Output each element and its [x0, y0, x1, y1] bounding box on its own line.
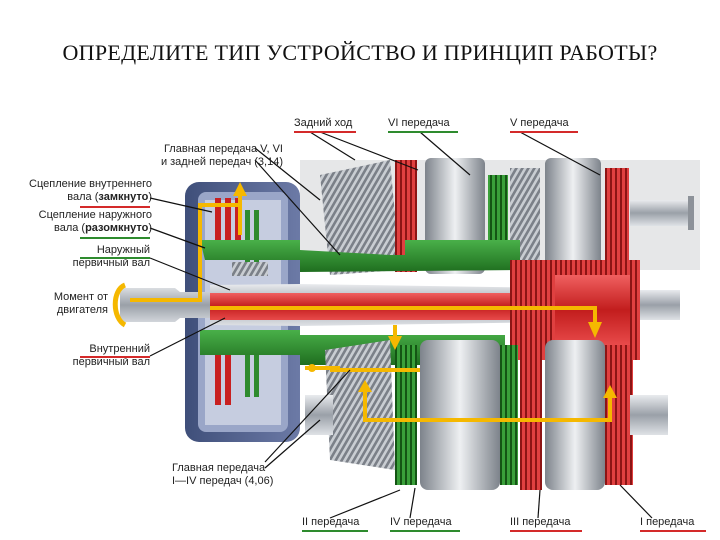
label-inner-shaft-line2: первичный вал	[72, 356, 150, 368]
label-gear-iv: IV передача	[390, 516, 452, 528]
label-inner-shaft: Внутренний первичный вал	[50, 343, 150, 369]
label-clutch-outer-line2: вала (разомкнуто)	[4, 222, 152, 235]
label-engine-torque: Момент от двигателя	[30, 291, 108, 317]
lower-gear-train	[305, 335, 668, 490]
label-gear-i: I передача	[640, 516, 695, 528]
underline-red-4	[510, 131, 578, 133]
label-gear-ii: II передача	[302, 516, 360, 528]
label-clutch-inner-line1: Сцепление внутреннего	[29, 178, 152, 190]
label-main-gear-i-iv-line1: Главная передача	[172, 462, 266, 474]
underline-red-3	[294, 131, 356, 133]
underline-red-5	[510, 530, 582, 532]
page-title: ОПРЕДЕЛИТЕ ТИП УСТРОЙСТВО И ПРИНЦИП РАБО…	[62, 40, 658, 65]
label-clutch-outer-line1: Сцепление наружного	[38, 209, 152, 221]
leader-lines	[149, 131, 653, 519]
label-clutch-inner-line2a: вала (	[67, 191, 99, 203]
underline-red-6	[640, 530, 706, 532]
label-clutch-inner-line2c: )	[148, 191, 152, 203]
underline-green-2	[80, 257, 150, 259]
label-main-gear-v-vi: Главная передача V, VI и задней передач …	[143, 143, 283, 169]
underline-green-3	[388, 131, 458, 133]
label-clutch-inner-line2: вала (замкнуто)	[4, 191, 152, 204]
label-gear-vi: VI передача	[388, 117, 450, 129]
engine-torque-arrow-icon	[112, 282, 127, 328]
torque-flow-arrows	[130, 190, 612, 422]
underline-green-4	[302, 530, 368, 532]
underline-green-1	[80, 237, 150, 239]
label-reverse: Задний ход	[294, 117, 353, 129]
label-clutch-inner: Сцепление внутреннего вала (замкнуто)	[4, 178, 152, 204]
label-outer-shaft-line1: Наружный	[96, 244, 150, 256]
underline-red-2	[80, 356, 150, 358]
label-engine-torque-line2: двигателя	[56, 304, 108, 316]
label-clutch-outer-line2a: вала (	[53, 222, 86, 234]
label-gear-v: V передача	[510, 117, 569, 129]
label-main-gear-i-iv: Главная передача I—IV передач (4,06)	[172, 462, 273, 488]
underline-green-5	[390, 530, 460, 532]
label-main-gear-v-vi-line1: Главная передача V, VI	[163, 143, 283, 155]
label-inner-shaft-line1: Внутренний	[89, 343, 150, 355]
label-clutch-outer: Сцепление наружного вала (разомкнуто)	[4, 209, 152, 235]
label-outer-shaft-line2: первичный вал	[72, 257, 150, 269]
label-main-gear-v-vi-line2: и задней передач (3,14)	[160, 156, 283, 168]
label-clutch-outer-state: разомкнуто	[85, 222, 149, 234]
underline-red-1	[80, 206, 150, 208]
label-engine-torque-line1: Момент от	[53, 291, 108, 303]
label-outer-shaft: Наружный первичный вал	[50, 244, 150, 270]
label-gear-iii: III передача	[510, 516, 571, 528]
label-main-gear-i-iv-line2: I—IV передач (4,06)	[172, 475, 274, 487]
label-clutch-inner-state: замкнуто	[98, 191, 149, 203]
label-clutch-outer-line2c: )	[148, 222, 152, 234]
